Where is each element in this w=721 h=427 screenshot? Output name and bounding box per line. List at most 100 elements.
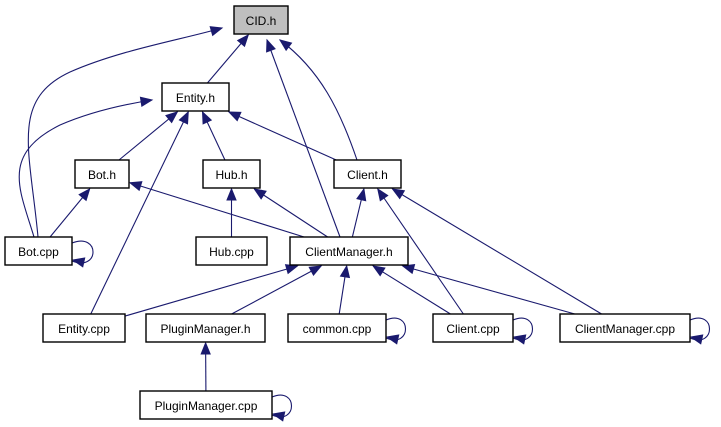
edge-line: [392, 188, 602, 315]
node-common-cpp[interactable]: common.cpp: [287, 313, 387, 343]
edge-arrowhead: [128, 181, 143, 192]
edge-line: [228, 111, 337, 161]
edge-line: [266, 39, 341, 238]
node-box: [42, 313, 126, 343]
edge-entity_h-to-cid_h: [206, 33, 250, 84]
edge-bot_cpp-to-cid_h: [27, 26, 224, 238]
edge-clientmanager_h-to-client_h: [351, 187, 367, 238]
node-box: [139, 390, 273, 420]
node-entity-cpp[interactable]: Entity.cpp: [42, 313, 126, 343]
edge-line: [377, 188, 464, 315]
edge-line: [118, 111, 178, 161]
edge-hub_cpp-to-hub_h: [226, 187, 237, 237]
node-client-h[interactable]: Client.h: [333, 159, 402, 189]
node-box: [559, 313, 691, 343]
node-box: [4, 236, 73, 266]
edge-line: [27, 27, 223, 238]
edge-line: [18, 99, 153, 238]
edge-arrowhead: [339, 264, 351, 279]
edge-client_cpp-to-client_h: [377, 187, 464, 315]
node-box: [287, 313, 387, 343]
edge-line: [90, 111, 189, 315]
edge-line: [279, 39, 358, 161]
node-bot-h[interactable]: Bot.h: [74, 159, 130, 189]
edge-arrowhead: [226, 187, 237, 201]
edge-clientmanager_cpp-to-clientmanager_cpp: [689, 317, 711, 345]
edge-client_h-to-cid_h: [278, 39, 358, 161]
edge-client_cpp-to-clientmanager_h: [372, 265, 451, 315]
node-label: Entity.h: [176, 91, 215, 105]
node-box: [289, 236, 409, 266]
edge-common_cpp-to-clientmanager_h: [338, 264, 351, 315]
node-label: PluginManager.h: [160, 322, 250, 336]
node-label: ClientManager.h: [305, 245, 392, 259]
edge-arrowhead: [71, 257, 86, 268]
node-box: [432, 313, 514, 343]
edge-clientmanager_h-to-bot_h: [128, 181, 305, 238]
edge-arrowhead: [139, 96, 154, 107]
edge-line: [254, 188, 328, 238]
node-box: [161, 82, 230, 112]
edge-arrowhead: [391, 188, 406, 200]
node-label: CID.h: [246, 14, 277, 28]
edge-line: [372, 265, 451, 315]
edge-line: [402, 265, 575, 315]
edge-arrowhead: [209, 26, 224, 37]
node-clientmanager-cpp[interactable]: ClientManager.cpp: [559, 313, 691, 343]
edge-common_cpp-to-common_cpp: [385, 317, 407, 345]
edge-bot_cpp-to-entity_h: [18, 96, 154, 238]
node-box: [195, 236, 268, 266]
node-hub-h[interactable]: Hub.h: [202, 159, 261, 189]
edge-arrowhead: [78, 187, 91, 202]
edge-bot_h-to-entity_h: [118, 111, 179, 161]
edge-pluginmanager_cpp-to-pluginmanager_cpp: [271, 394, 293, 422]
node-pluginmanager-cpp[interactable]: PluginManager.cpp: [139, 390, 273, 420]
edge-hub_h-to-entity_h: [201, 110, 226, 161]
edge-arrowhead: [372, 265, 386, 277]
node-label: Bot.cpp: [18, 245, 59, 259]
edge-clientmanager_cpp-to-clientmanager_h: [401, 264, 575, 315]
node-label: PluginManager.cpp: [155, 399, 258, 413]
edge-arrowhead: [266, 38, 276, 53]
node-label: ClientManager.cpp: [575, 322, 675, 336]
edge-arrowhead: [356, 187, 367, 202]
node-pluginmanager-h[interactable]: PluginManager.h: [145, 313, 266, 343]
edges-layer: [18, 26, 711, 422]
edge-arrowhead: [236, 33, 250, 48]
node-box: [202, 159, 261, 189]
node-hub-cpp[interactable]: Hub.cpp: [195, 236, 268, 266]
node-client-cpp[interactable]: Client.cpp: [432, 313, 514, 343]
edge-bot_cpp-to-bot_cpp: [71, 240, 94, 268]
edge-arrowhead: [227, 111, 242, 122]
edge-arrowhead: [165, 111, 179, 124]
node-cid-h[interactable]: CID.h: [233, 5, 289, 35]
edge-pluginmanager_h-to-clientmanager_h: [231, 265, 323, 315]
node-box: [145, 313, 266, 343]
edge-entity_cpp-to-entity_h: [90, 110, 189, 315]
node-label: Bot.h: [88, 168, 116, 182]
edge-entity_cpp-to-clientmanager_h: [124, 264, 299, 317]
edge-line: [129, 182, 305, 238]
edge-clientmanager_h-to-hub_h: [253, 188, 328, 238]
node-label: Client.cpp: [446, 322, 500, 336]
edge-client_h-to-entity_h: [227, 111, 337, 161]
node-label: Entity.cpp: [58, 322, 110, 336]
node-label: Client.h: [347, 168, 388, 182]
node-entity-h[interactable]: Entity.h: [161, 82, 230, 112]
edge-pluginmanager_cpp-to-pluginmanager_h: [200, 341, 211, 392]
edge-arrowhead: [284, 264, 299, 275]
edge-arrowhead: [385, 334, 400, 345]
edge-clientmanager_h-to-cid_h: [266, 38, 341, 238]
edge-arrowhead: [178, 110, 189, 125]
edge-arrowhead: [308, 265, 323, 277]
node-label: common.cpp: [303, 322, 372, 336]
node-label: Hub.h: [215, 168, 247, 182]
edge-line: [124, 265, 298, 317]
node-clientmanager-h[interactable]: ClientManager.h: [289, 236, 409, 266]
node-bot-cpp[interactable]: Bot.cpp: [4, 236, 73, 266]
edge-arrowhead: [689, 334, 704, 345]
node-box: [333, 159, 402, 189]
node-box: [74, 159, 130, 189]
